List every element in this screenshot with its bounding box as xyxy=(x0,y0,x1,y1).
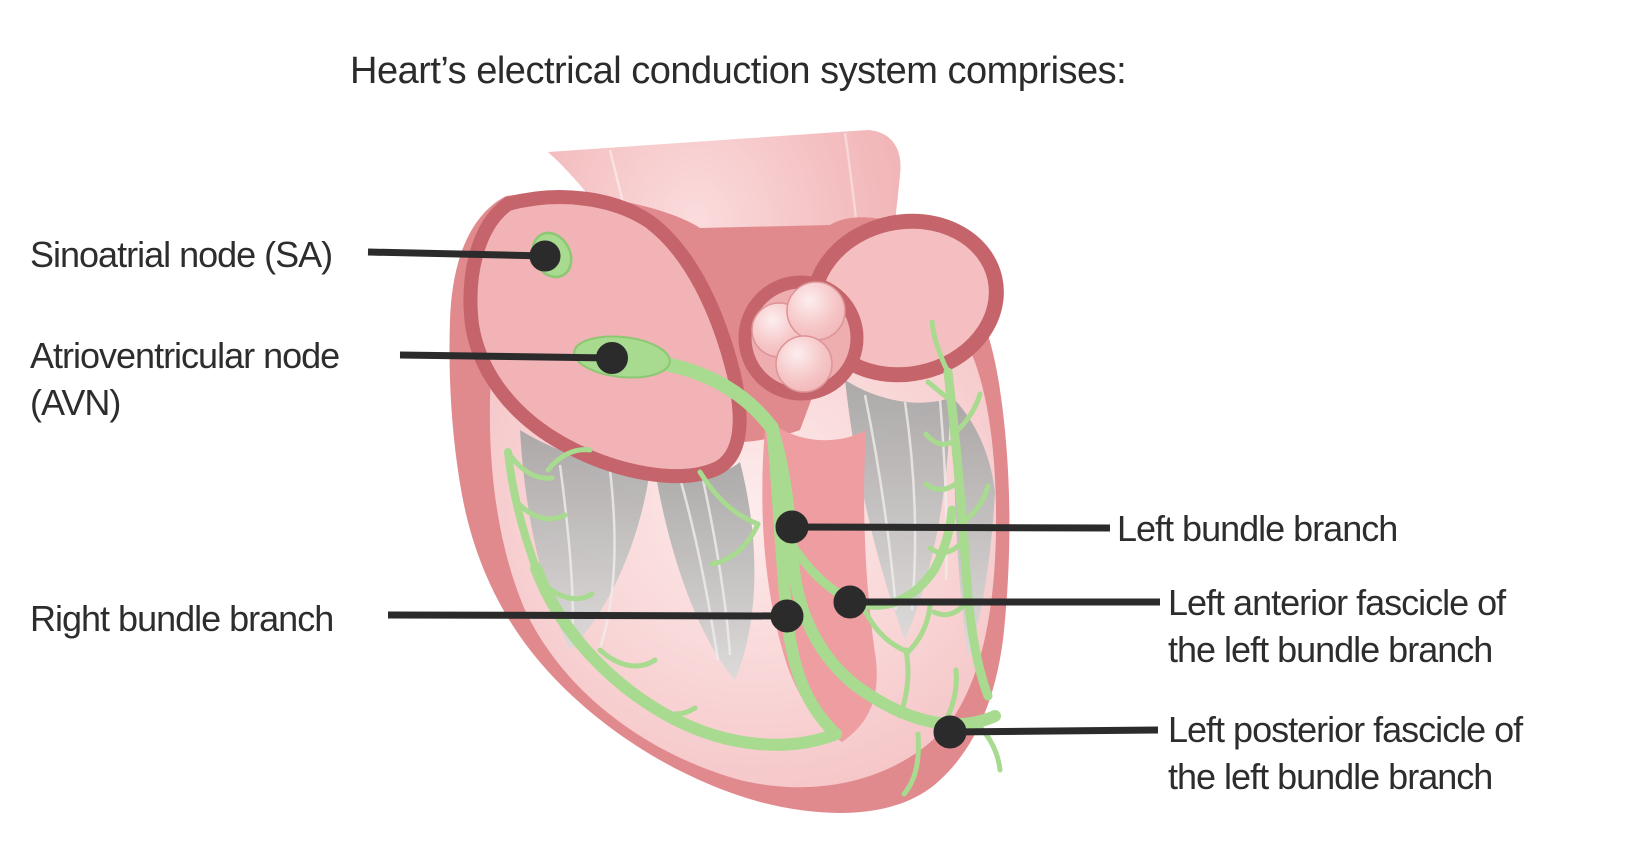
label-left-bundle-branch: Left bundle branch xyxy=(1117,508,1398,549)
leader-left-posterior-fascicle xyxy=(933,715,1159,749)
label-left-posterior-fascicle: Left posterior fascicle of the left bund… xyxy=(1168,706,1523,800)
label-left-anterior-fascicle: Left anterior fascicle of the left bundl… xyxy=(1168,579,1506,673)
label-line: Atrioventricular node xyxy=(30,335,340,376)
conduction-system xyxy=(504,231,1003,797)
label-right-bundle-branch: Right bundle branch xyxy=(30,598,334,639)
label-line: Left anterior fascicle of xyxy=(1168,582,1506,623)
marker-dot xyxy=(770,599,804,633)
marker-dot xyxy=(529,240,561,272)
leader-sinoatrial-node xyxy=(367,240,561,272)
leader-right-bundle-branch xyxy=(387,599,804,633)
label-sinoatrial-node: Sinoatrial node (SA) xyxy=(30,234,333,275)
marker-dot xyxy=(833,585,867,619)
annotation-leaders xyxy=(367,240,1160,749)
left-ventricle-purkinje xyxy=(923,319,993,701)
bundle-of-his xyxy=(648,355,779,435)
marker-dot xyxy=(775,510,809,544)
leader-left-bundle-branch xyxy=(775,510,1111,544)
diagram-title: Heart’s electrical conduction system com… xyxy=(350,50,1127,92)
label-line: the left bundle branch xyxy=(1168,629,1493,670)
label-atrioventricular-node: Atrioventricular node (AVN) xyxy=(30,332,340,426)
valve-bulbs xyxy=(738,275,864,401)
left-bundle-branch-path xyxy=(766,422,1001,731)
marker-dot xyxy=(933,715,967,749)
leader-left-anterior-fascicle xyxy=(833,585,1160,619)
marker-dot xyxy=(596,342,628,374)
leader-atrioventricular-node xyxy=(399,342,628,374)
right-ventricle-purkinje xyxy=(505,447,698,717)
label-line: the left bundle branch xyxy=(1168,756,1493,797)
label-line: (AVN) xyxy=(30,382,121,423)
label-line: Left posterior fascicle of xyxy=(1168,709,1523,750)
